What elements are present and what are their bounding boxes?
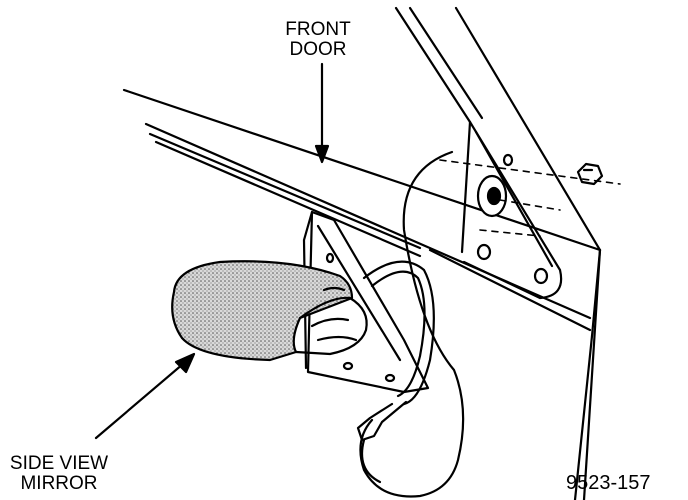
side-view-mirror-label-line2: MIRROR xyxy=(20,473,98,494)
front-door-panel xyxy=(122,6,602,500)
front-door-label: FRONT DOOR xyxy=(272,20,364,60)
front-door-label-line1: FRONT xyxy=(285,19,351,40)
side-view-mirror xyxy=(171,260,368,362)
front-door-label-line2: DOOR xyxy=(289,39,347,60)
door-mounting-holes xyxy=(476,153,549,285)
side-view-mirror-leader xyxy=(94,352,196,440)
figure-code: 9523-157 xyxy=(566,472,651,494)
wiring-harness xyxy=(356,260,435,484)
alignment-dashed-lines xyxy=(439,159,621,237)
side-view-mirror-label: SIDE VIEW MIRROR xyxy=(0,454,118,494)
door-inner-cutout xyxy=(359,150,465,498)
mirror-mounting-bracket xyxy=(302,210,430,394)
front-door-leader xyxy=(314,62,330,164)
side-view-mirror-label-line1: SIDE VIEW xyxy=(9,453,109,474)
